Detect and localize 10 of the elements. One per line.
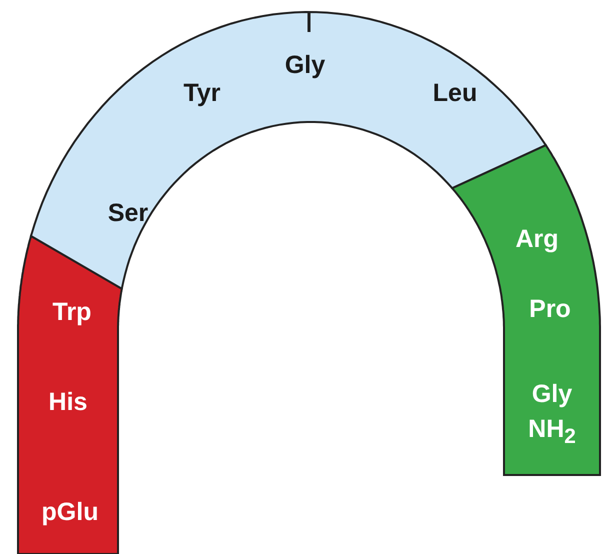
amino-acid-label: Gly: [284, 50, 326, 81]
amino-acid-label: Trp: [52, 297, 92, 328]
amino-acid-label: Gly NH$_{2}$: [527, 379, 577, 450]
amino-acid-label: Pro: [528, 294, 572, 325]
amino-acid-label: Ser: [106, 198, 150, 229]
amino-acid-label: Arg: [514, 224, 560, 255]
amino-acid-label: pGlu: [40, 497, 100, 528]
amino-acid-label: Tyr: [182, 78, 222, 109]
amino-acid-label: His: [48, 387, 88, 418]
amino-acid-label: Leu: [432, 78, 478, 109]
